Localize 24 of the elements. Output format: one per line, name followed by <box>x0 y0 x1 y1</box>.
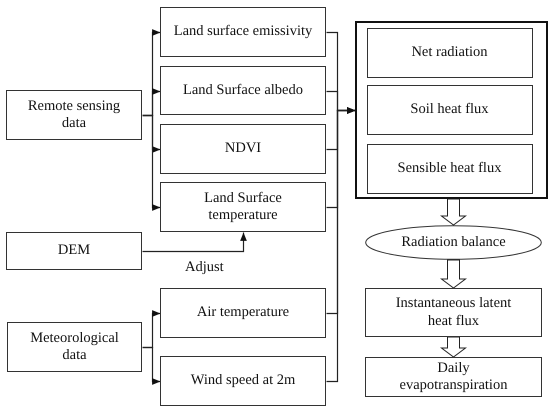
hollow-arrow <box>440 260 467 289</box>
process-box: Land surface emissivity <box>160 7 326 57</box>
arrow <box>326 107 356 382</box>
process-box: Meteorological data <box>7 322 142 372</box>
process-box: Land Surface temperature <box>160 182 326 232</box>
process-box: Air temperature <box>160 288 326 338</box>
process-box: NDVI <box>160 124 326 174</box>
process-box: Sensible heat flux <box>366 144 532 194</box>
hollow-arrow <box>440 198 467 226</box>
process-box: Land Surface albedo <box>160 66 326 115</box>
process-box: Instantaneous latent heat flux <box>365 288 542 337</box>
process-box: Daily evapotranspiration <box>365 357 542 397</box>
arrow <box>142 346 160 385</box>
process-box: Soil heat flux <box>366 84 532 134</box>
group-frame <box>355 21 548 199</box>
arrow <box>142 232 247 252</box>
process-ellipse: Radiation balance <box>365 225 542 260</box>
arrow <box>142 114 160 211</box>
process-box: Wind speed at 2m <box>160 356 326 406</box>
process-box: Remote sensing data <box>6 90 142 140</box>
process-box: Net radiation <box>366 28 532 78</box>
hollow-arrow <box>440 336 467 358</box>
edge-label: Adjust <box>184 259 225 276</box>
process-box: DEM <box>6 232 142 270</box>
